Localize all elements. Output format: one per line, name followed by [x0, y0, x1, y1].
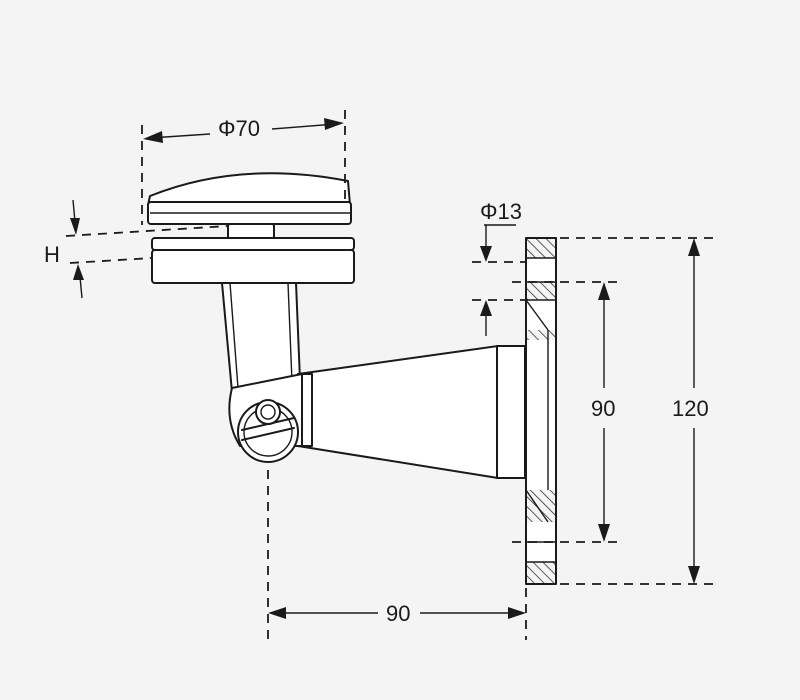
dim-label-hole-diameter: Φ13 [480, 199, 522, 224]
dim-hole-spacing: 90 [512, 281, 618, 543]
dim-plate-height: 120 [560, 237, 718, 585]
joint-knuckle [228, 373, 303, 463]
dim-label-hole-spacing: 90 [591, 396, 615, 421]
dim-label-top-diameter: Φ70 [218, 116, 260, 141]
dim-hole-diameter: Φ13 [472, 199, 526, 336]
stem [221, 282, 301, 393]
dim-label-plate-height: 120 [672, 396, 709, 421]
dim-label-gap-height: H [44, 242, 60, 267]
wall-plate [525, 237, 557, 585]
dim-gap-height: H [44, 199, 229, 299]
dim-top-diameter: Φ70 [141, 110, 346, 225]
dim-horizontal-offset: 90 [267, 470, 527, 640]
arm [297, 345, 526, 479]
lower-disc [151, 237, 355, 284]
dim-label-horizontal-offset: 90 [386, 601, 410, 626]
top-cap [147, 172, 352, 225]
